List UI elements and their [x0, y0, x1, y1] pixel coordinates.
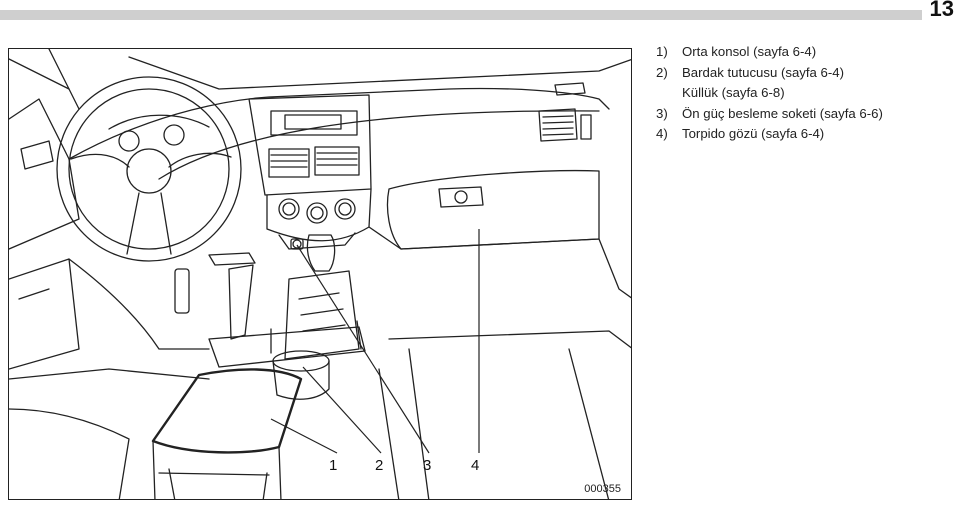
page-number: 13 [925, 0, 958, 22]
legend-item-1: 1) Orta konsol (sayfa 6-4) [656, 42, 956, 63]
callout-3: 3 [423, 457, 432, 474]
callout-leader-lines [270, 229, 480, 454]
legend-item-2: 2) Bardak tutucusu (sayfa 6-4) [656, 63, 956, 84]
legend-number: 2) [656, 64, 668, 80]
legend-number: 4) [656, 126, 668, 141]
header-bar [0, 10, 922, 20]
legend-item-2-sub: Küllük (sayfa 6-8) [682, 85, 785, 100]
callout-4: 4 [471, 457, 480, 474]
callout-1: 1 [329, 457, 338, 474]
legend-number: 1) [656, 44, 668, 59]
dashboard-illustration: 1 2 3 4 000355 [8, 48, 632, 500]
callout-2: 2 [375, 457, 384, 474]
legend-number: 3) [656, 105, 668, 121]
legend-text: Torpido gözü (sayfa 6-4) [682, 126, 825, 141]
legend-text: Bardak tutucusu (sayfa 6-4) [682, 64, 844, 80]
figure-code: 000355 [584, 483, 621, 495]
car-interior-drawing [9, 49, 631, 499]
legend-item-4: 4) Torpido gözü (sayfa 6-4) [656, 124, 956, 145]
callout-legend: 1) Orta konsol (sayfa 6-4) 2) Bardak tutuc… [656, 42, 956, 145]
legend-text: Orta konsol (sayfa 6-4) [682, 44, 817, 59]
legend-text: Ön güç besleme soketi (sayfa 6-6) [682, 105, 883, 121]
legend-item-3: 3) Ön güç besleme soketi (sayfa 6-6) [656, 104, 956, 125]
